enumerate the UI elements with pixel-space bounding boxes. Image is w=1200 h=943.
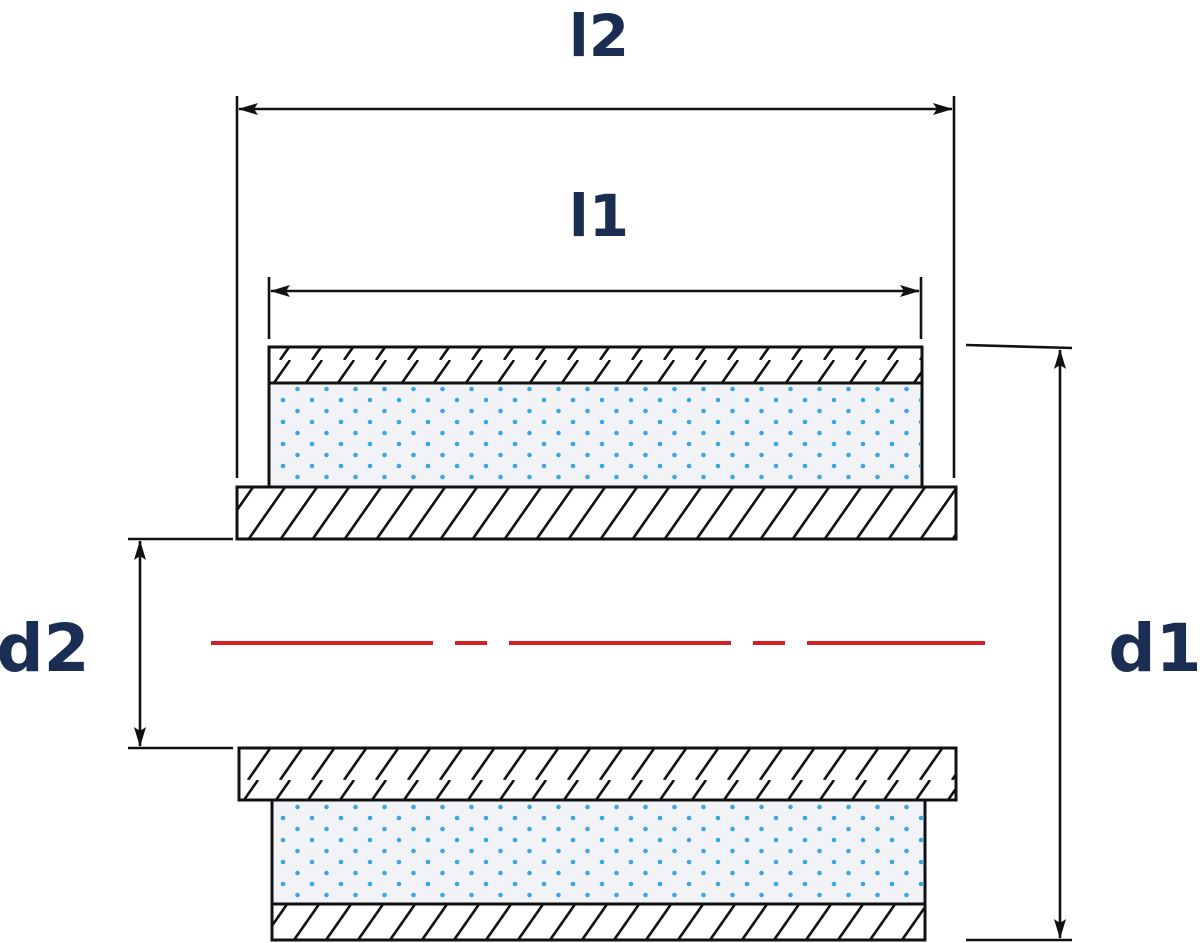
lower-flange-liner [237,746,958,802]
lower-outer-shell [270,902,927,942]
dimension-d1: d1 [965,343,1200,942]
dimension-l1: l1 [267,182,923,339]
dimension-d2: d2 [0,537,233,750]
upper-outer-shell [267,345,924,385]
lower-section [237,746,958,942]
dimension-l2: l2 [235,2,956,478]
upper-flange-liner [235,485,958,541]
label-d2: d2 [0,610,90,687]
upper-insert-dots [271,385,920,485]
label-d1: d1 [1108,610,1200,687]
upper-section [235,345,958,541]
label-l2: l2 [569,2,629,70]
label-l1: l1 [569,182,629,250]
lower-insert-dots [274,802,923,902]
